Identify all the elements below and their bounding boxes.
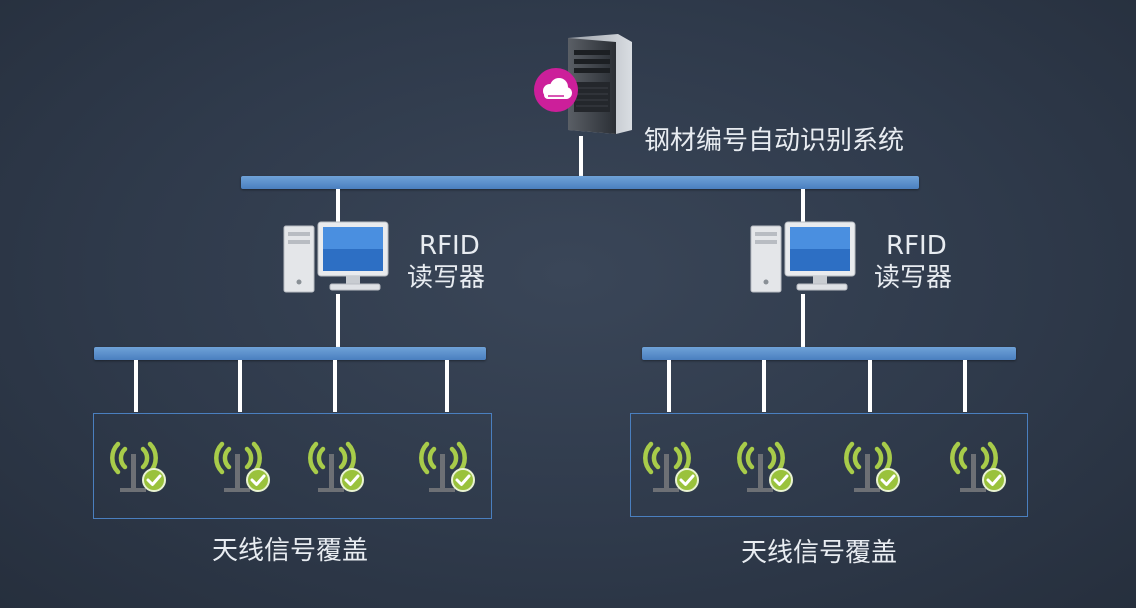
antenna-drop	[333, 360, 337, 412]
antenna-icon	[950, 441, 1006, 492]
antenna-group-1-label: 天线信号覆盖	[212, 536, 369, 566]
reader-1-label-line2: 读写器	[407, 263, 486, 293]
antenna-icon	[643, 441, 699, 492]
antenna-icon	[419, 441, 475, 492]
antenna-drop	[238, 360, 242, 412]
antenna-group-2-label: 天线信号覆盖	[741, 538, 898, 568]
reader-2-label-line1: RFID	[886, 231, 947, 261]
antenna-icon	[214, 441, 270, 492]
reader-1-uplink	[336, 189, 340, 223]
server-node	[528, 30, 638, 135]
antenna-drop	[868, 360, 872, 412]
antenna-drop	[963, 360, 967, 412]
reader-2-label-line2: 读写器	[874, 263, 953, 293]
reader-1-label-line1: RFID	[419, 231, 480, 261]
reader-node-1	[282, 220, 392, 296]
main-network-bus	[241, 176, 919, 189]
antenna-drop	[667, 360, 671, 412]
server-connector	[579, 136, 583, 176]
antenna-group-2	[630, 413, 1028, 517]
server-label: 钢材编号自动识别系统	[644, 126, 905, 156]
antenna-drop	[134, 360, 138, 412]
antenna-drop	[762, 360, 766, 412]
antenna-icon	[737, 441, 793, 492]
reader-2-uplink	[801, 189, 805, 223]
computer-icon	[750, 221, 856, 293]
antenna-icon	[308, 441, 364, 492]
reader-2-downlink	[801, 294, 805, 347]
reader-1-downlink	[336, 294, 340, 347]
antenna-group-1	[93, 413, 492, 519]
reader-node-2	[749, 220, 859, 296]
antenna-icon	[844, 441, 900, 492]
server-icon	[534, 34, 632, 134]
computer-icon	[283, 221, 389, 293]
sub-bus-1	[94, 347, 486, 360]
antenna-drop	[445, 360, 449, 412]
sub-bus-2	[642, 347, 1016, 360]
antenna-icon	[110, 441, 166, 492]
